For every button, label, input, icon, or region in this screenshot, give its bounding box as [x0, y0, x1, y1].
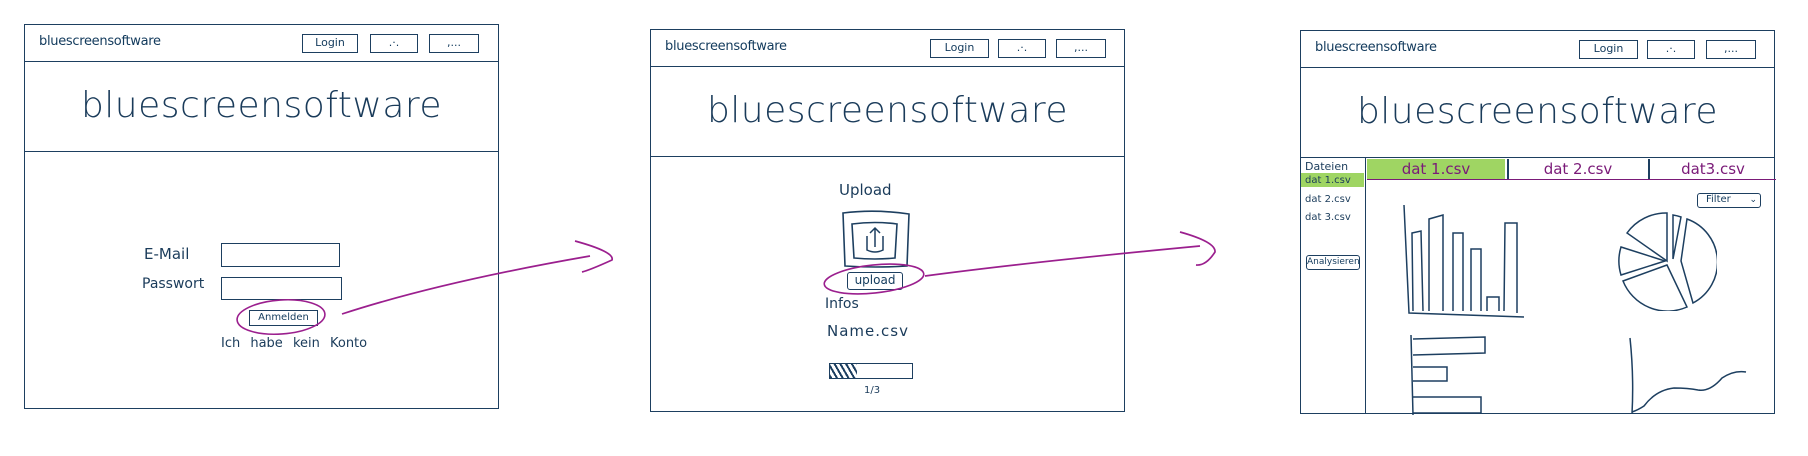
password-field[interactable] [221, 277, 342, 300]
sidebar-file-item[interactable]: dat 1.csv [1305, 175, 1351, 186]
hero-banner: bluescreensoftware [25, 61, 498, 152]
hero-banner: bluescreensoftware [651, 66, 1124, 157]
no-account-link[interactable]: Ich habe kein Konto [221, 336, 368, 351]
pie-chart-sketch [1618, 212, 1717, 311]
file-name: Name.csv [827, 322, 909, 340]
tab-divider [1648, 159, 1650, 179]
tab-dat2[interactable]: dat 2.csv [1543, 160, 1613, 178]
horizontal-bar-chart-sketch [1410, 334, 1486, 415]
line-chart-sketch [1629, 337, 1747, 415]
tab-dat1[interactable]: dat 1.csv [1367, 159, 1505, 179]
upload-icon[interactable] [839, 210, 911, 268]
screen-upload: bluescreensoftware Login .·. ,... bluesc… [650, 29, 1125, 412]
chevron-down-icon: ⌄ [1749, 195, 1757, 205]
infos-label: Infos [825, 296, 859, 312]
arrow-head [1179, 231, 1216, 266]
nav-button-2[interactable]: .·. [1647, 40, 1695, 59]
sidebar-title: Dateien [1305, 160, 1349, 173]
nav-button-2[interactable]: .·. [370, 34, 418, 53]
screen-login: bluescreensoftware Login .·. ,... bluesc… [24, 24, 499, 409]
brand-logo-small[interactable]: bluescreensoftware [1315, 40, 1437, 55]
login-nav-button[interactable]: Login [1579, 40, 1638, 59]
hero-title: bluescreensoftware [80, 85, 443, 126]
filter-dropdown[interactable]: Filter ⌄ [1697, 193, 1761, 208]
analyze-button[interactable]: Analysieren [1306, 255, 1360, 270]
submit-button[interactable]: Anmelden [249, 310, 318, 326]
progress-text: 1/3 [864, 385, 881, 396]
sidebar-file-item[interactable]: dat 2.csv [1305, 194, 1351, 205]
header-bar: bluescreensoftware Login .·. ,... [1301, 31, 1774, 68]
file-tabs: dat 1.csv dat 2.csv dat3.csv [1367, 159, 1776, 180]
arrow-head [574, 240, 613, 273]
progress-bar [829, 363, 913, 379]
login-nav-button[interactable]: Login [930, 39, 989, 58]
header-bar: bluescreensoftware Login .·. ,... [651, 30, 1124, 67]
email-field[interactable] [221, 243, 340, 267]
nav-button-2[interactable]: .·. [998, 39, 1046, 58]
sidebar-active-highlight [1301, 173, 1364, 187]
screen-dashboard: bluescreensoftware Login .·. ,... bluesc… [1300, 30, 1776, 415]
brand-logo-small[interactable]: bluescreensoftware [665, 39, 787, 54]
hero-banner: bluescreensoftware [1301, 67, 1774, 158]
login-nav-button[interactable]: Login [302, 34, 358, 53]
nav-button-3[interactable]: ,... [429, 34, 479, 53]
hero-title: bluescreensoftware [1356, 91, 1719, 132]
email-label: E-Mail [144, 245, 190, 263]
upload-heading: Upload [839, 181, 892, 199]
hero-title: bluescreensoftware [706, 90, 1069, 131]
filter-label: Filter [1706, 194, 1731, 205]
nav-button-3[interactable]: ,... [1056, 39, 1106, 58]
tab-dat3[interactable]: dat3.csv [1681, 160, 1745, 178]
tab-divider [1507, 159, 1509, 179]
file-sidebar: Dateien dat 1.csv dat 2.csv dat 3.csv An… [1301, 157, 1366, 413]
sidebar-file-item[interactable]: dat 3.csv [1305, 212, 1351, 223]
progress-fill [830, 364, 858, 378]
brand-logo-small[interactable]: bluescreensoftware [39, 34, 161, 49]
nav-button-3[interactable]: ,... [1706, 40, 1756, 59]
header-bar: bluescreensoftware Login .·. ,... [25, 25, 498, 62]
password-label: Passwort [142, 276, 205, 292]
bar-chart-sketch [1403, 204, 1525, 318]
upload-button[interactable]: upload [847, 272, 903, 290]
